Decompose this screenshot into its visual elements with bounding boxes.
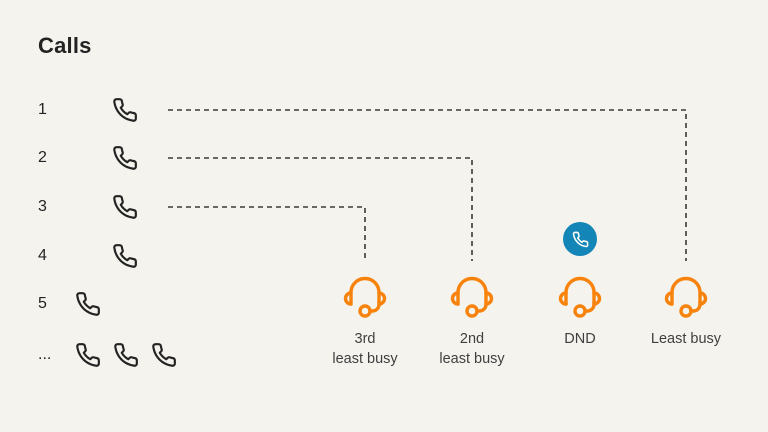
headset-icon: [558, 276, 602, 318]
call-row-label: 3: [38, 198, 47, 215]
phone-icon: [76, 292, 100, 316]
agent-3rd-least-busy: 3rd least busy: [305, 272, 425, 369]
phone-icon: [113, 146, 137, 170]
connector-call-3-to-3rd-least-busy: [168, 206, 366, 261]
agent-dnd: DND: [520, 272, 640, 350]
call-row-label: 5: [38, 295, 47, 312]
call-row-more: ...: [0, 341, 220, 369]
call-row-1: 1: [0, 96, 220, 124]
phone-icon: [152, 343, 176, 367]
phone-icon: [113, 244, 137, 268]
call-row-3: 3: [0, 193, 220, 221]
phone-icon: [76, 343, 100, 367]
phone-icon: [572, 231, 588, 247]
call-row-4: 4: [0, 242, 220, 270]
headset-icon: [450, 276, 494, 318]
agent-least-busy: Least busy: [626, 272, 746, 350]
call-row-5: 5: [0, 290, 220, 318]
agent-label: Least busy: [650, 331, 722, 347]
page-title: Calls: [38, 33, 92, 58]
call-row-label: 4: [38, 247, 47, 264]
phone-icon: [113, 98, 137, 122]
call-row-label: 2: [38, 149, 47, 166]
call-row-label: 1: [38, 101, 47, 118]
agent-label: DND: [564, 331, 596, 347]
call-phones: [112, 243, 138, 269]
connector-call-2-to-2nd-least-busy: [168, 157, 473, 261]
agent-label: 3rd least busy: [332, 331, 398, 367]
call-phones: [75, 342, 177, 368]
call-phones: [112, 145, 138, 171]
call-row-label: ...: [38, 346, 52, 363]
agent-2nd-least-busy: 2nd least busy: [412, 272, 532, 369]
phone-icon: [114, 343, 138, 367]
headset-icon: [664, 276, 708, 318]
incoming-call-badge: [563, 222, 597, 256]
connector-call-1-to-least-busy: [168, 109, 687, 261]
call-phones: [112, 194, 138, 220]
phone-icon: [113, 195, 137, 219]
headset-icon: [343, 276, 387, 318]
call-row-2: 2: [0, 144, 220, 172]
call-phones: [112, 97, 138, 123]
call-phones: [75, 291, 101, 317]
agent-label: 2nd least busy: [439, 331, 505, 367]
